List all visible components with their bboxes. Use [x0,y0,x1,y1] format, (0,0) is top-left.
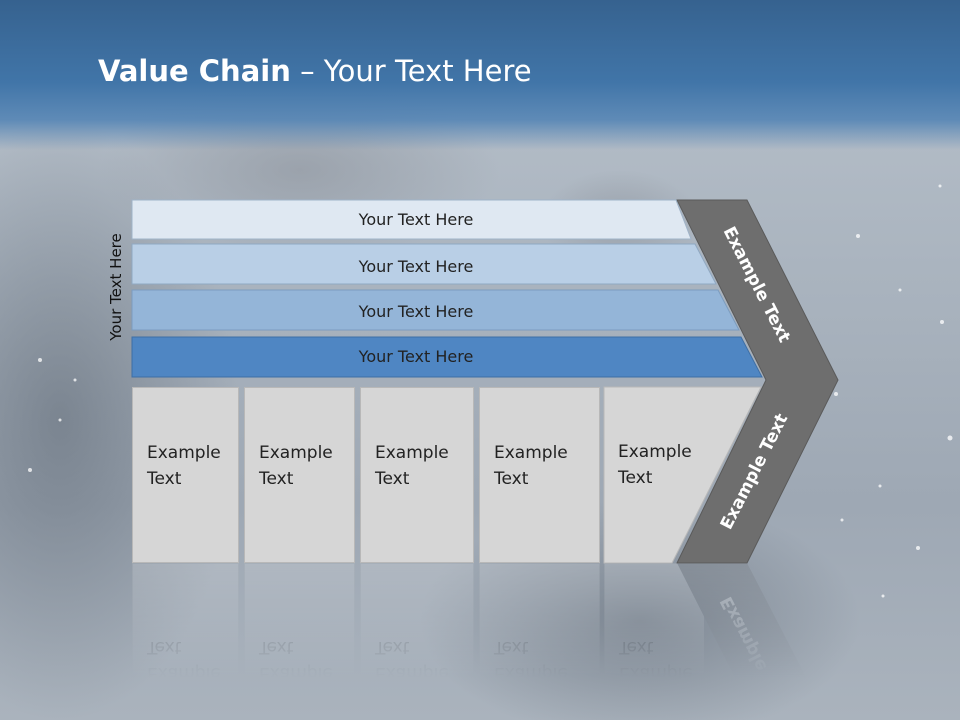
box-4: Example Text [479,387,600,563]
box-1: Example Text [132,387,239,563]
title-rest: – Your Text Here [290,54,532,88]
bar-3-label: Your Text Here [358,302,474,321]
box-2-label: Example Text [259,443,333,489]
header-band [0,0,960,150]
bar-4 [131,336,763,378]
bar-1-label: Your Text Here [358,210,474,229]
slide-title: Value Chain – Your Text Here [98,54,532,88]
bar-3 [131,289,740,331]
title-bold: Value Chain [98,54,291,88]
boxes-reflection: Example Text Example Text Example Text E… [0,563,960,720]
box-5-shape [603,386,762,564]
box-1-label: Example Text [147,443,221,489]
box-4-label: Example Text [494,443,568,489]
bar-4-label: Your Text Here [358,347,474,366]
bar-2 [131,243,717,285]
box-3: Example Text [360,387,474,563]
reflection-inner: Example Text Example Text Example Text E… [0,563,960,720]
box-2: Example Text [244,387,355,563]
box-5: Example Text [604,387,704,563]
bar-2-label: Your Text Here [358,257,474,276]
box-3-label: Example Text [375,443,449,489]
bar-1 [131,199,692,240]
box-5-label: Example Text [618,442,692,488]
reflection-chevron: Example Text [677,563,838,720]
chevron-shape [676,199,839,564]
